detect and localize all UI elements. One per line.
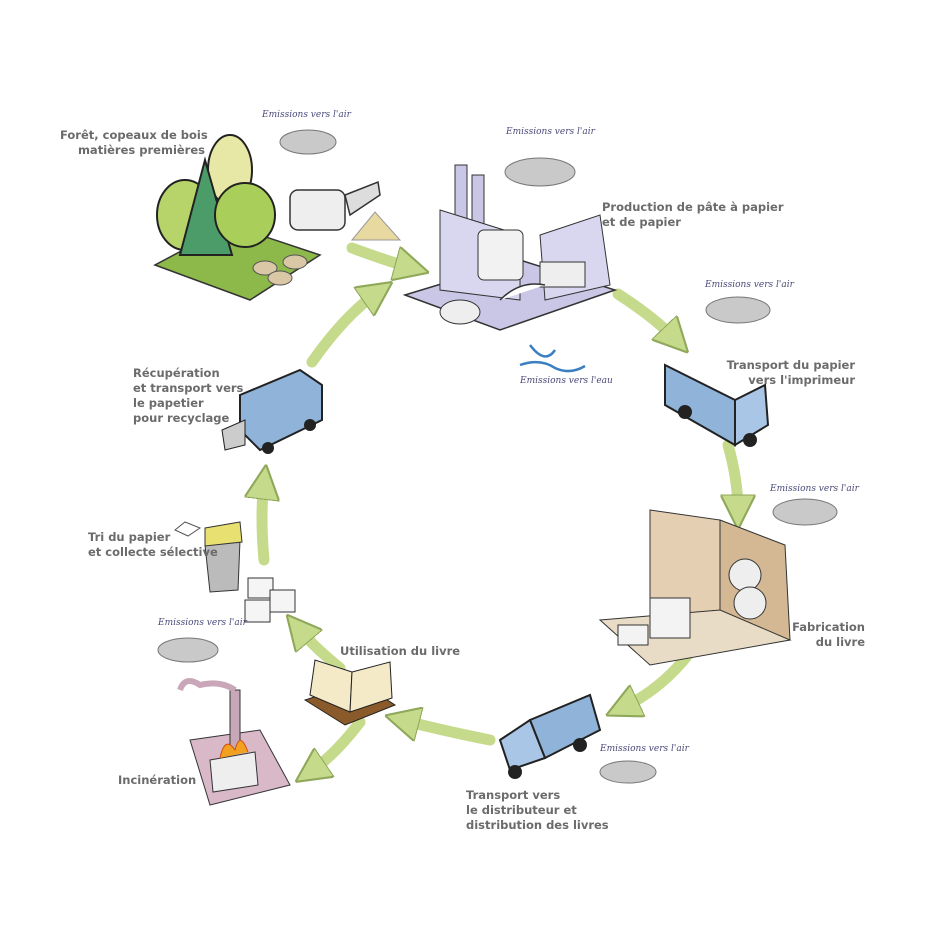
paper-mill-illustration xyxy=(402,164,618,373)
label-production: Production de pâte à papier et de papier xyxy=(602,200,784,230)
emissions-air-forest: Emissions vers l'air xyxy=(262,110,351,120)
arrow-transport-to-use xyxy=(402,720,496,746)
emissions-water-production: Emissions vers l'eau xyxy=(520,376,613,386)
label-incineration: Incinération xyxy=(118,773,196,788)
label-line: Tri du papier xyxy=(88,530,171,544)
open-book-illustration xyxy=(303,659,397,726)
emissions-air-fabrication: Emissions vers l'air xyxy=(770,484,859,494)
incinerator-illustration xyxy=(177,678,291,806)
label-forest: Forêt, copeaux de bois matières première… xyxy=(60,128,208,158)
label-line: pour recyclage xyxy=(133,411,230,425)
label-line: Forêt, copeaux de bois xyxy=(60,128,208,142)
label-fabrication: Fabrication du livre xyxy=(765,620,865,650)
forest-illustration xyxy=(153,134,402,301)
arrow-production-to-transport xyxy=(612,288,676,340)
arrow-use-to-incineration xyxy=(310,716,366,772)
arrow-use-to-sorting xyxy=(298,628,346,674)
cloud-icon xyxy=(504,157,576,187)
label-line: et collecte sélective xyxy=(88,545,218,559)
label-line: le distributeur et xyxy=(466,803,577,817)
arrow-sorting-to-recovery xyxy=(262,482,264,566)
emissions-air-incineration: Emissions vers l'air xyxy=(158,618,247,628)
label-line: Transport du papier xyxy=(726,358,855,372)
cloud-icon xyxy=(705,296,771,324)
cloud-icon xyxy=(157,637,219,663)
label-line: Récupération xyxy=(133,366,220,380)
label-line: Incinération xyxy=(118,773,197,787)
cloud-icon xyxy=(279,129,337,155)
recycling-truck-illustration xyxy=(221,368,323,454)
label-transport-paper: Transport du papier vers l'imprimeur xyxy=(700,358,855,388)
cloud-icon xyxy=(772,498,838,526)
arrow-forest-to-production xyxy=(346,242,412,268)
cloud-icon xyxy=(599,760,657,784)
label-line: et de papier xyxy=(602,215,681,229)
label-line: le papetier xyxy=(133,396,204,410)
label-line: matières premières xyxy=(77,143,205,157)
emissions-air-production: Emissions vers l'air xyxy=(506,127,595,137)
label-line: distribution des livres xyxy=(466,818,609,832)
arrow-recovery-to-production xyxy=(306,292,378,368)
arrow-fabrication-to-transport xyxy=(622,649,694,708)
label-line: et transport vers xyxy=(133,381,244,395)
paper-truck-illustration xyxy=(664,363,770,447)
label-line: du livre xyxy=(815,635,865,649)
arrow-transport-to-fabrication xyxy=(728,439,738,512)
emissions-air-transport-paper: Emissions vers l'air xyxy=(705,280,794,290)
sorting-bin-illustration xyxy=(174,521,296,623)
emissions-air-transport-books: Emissions vers l'air xyxy=(600,744,689,754)
book-truck-illustration xyxy=(498,693,602,779)
label-line: Utilisation du livre xyxy=(340,644,461,658)
label-recovery: Récupération et transport vers le papeti… xyxy=(133,366,243,426)
label-sorting: Tri du papier et collecte sélective xyxy=(88,530,218,560)
label-line: Fabrication xyxy=(792,620,865,634)
label-line: Transport vers xyxy=(466,788,561,802)
label-use: Utilisation du livre xyxy=(340,644,460,659)
label-line: Production de pâte à papier xyxy=(602,200,784,214)
printing-shop-illustration xyxy=(598,509,792,666)
label-line: vers l'imprimeur xyxy=(748,373,855,387)
label-transport-books: Transport vers le distributeur et distri… xyxy=(466,788,609,833)
